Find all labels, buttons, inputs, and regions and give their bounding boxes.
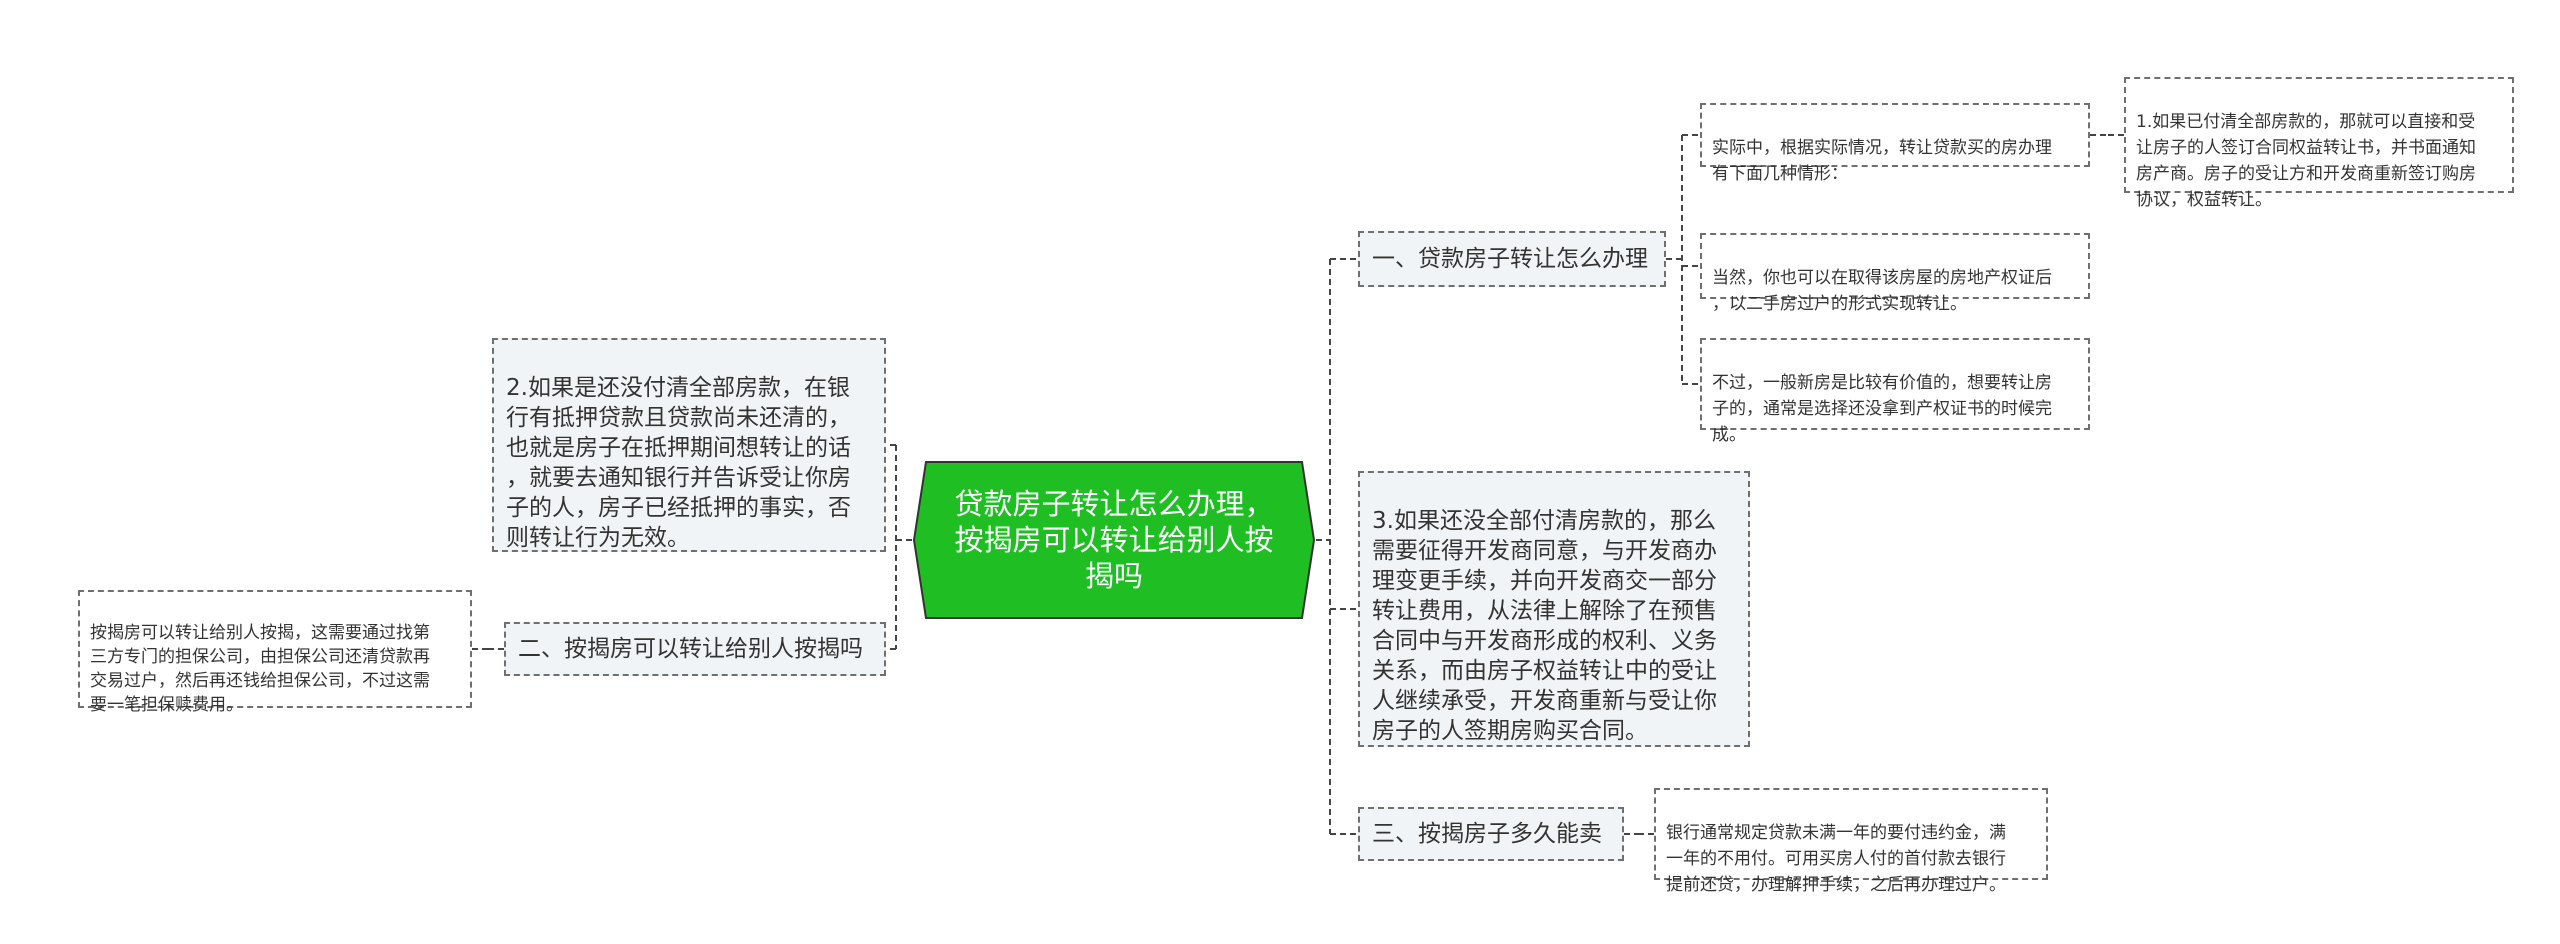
branch-not-fully-paid-developer[interactable]: 3.如果还没全部付清房款的，那么 需要征得开发商同意，与开发商办 理变更手续，并…: [1358, 471, 1750, 747]
leaf-label: 当然，你也可以在取得该房屋的房地产权证后 ，以二手房过户的形式实现转让。: [1712, 268, 2052, 314]
root-topic[interactable]: 贷款房子转让怎么办理， 按揭房可以转让给别人按 揭吗: [912, 460, 1316, 620]
root-hexagon-shape: [912, 461, 1316, 619]
leaf-label: 不过，一般新房是比较有价值的，想要转让房 子的，通常是选择还没拿到产权证书的时候…: [1712, 373, 2052, 445]
leaf-label: 1.如果已付清全部房款的，那就可以直接和受 让房子的人签订合同权益转让书，并书面…: [2136, 112, 2476, 210]
leaf-label: 银行通常规定贷款未满一年的要付违约金，满 一年的不用付。可用买房人付的首付款去银…: [1666, 823, 2006, 895]
leaf-fully-paid-case[interactable]: 1.如果已付清全部房款的，那就可以直接和受 让房子的人签订合同权益转让书，并书面…: [2124, 77, 2514, 210]
branch-label: 二、按揭房可以转让给别人按揭吗: [518, 636, 863, 662]
leaf-label: 按揭房可以转让给别人按揭，这需要通过找第 三方专门的担保公司，由担保公司还清贷款…: [90, 623, 430, 715]
branch-label: 一、贷款房子转让怎么办理: [1372, 246, 1648, 272]
branch-how-long-to-sell[interactable]: 三、按揭房子多久能卖: [1358, 807, 1624, 861]
branch-label: 3.如果还没全部付清房款的，那么 需要征得开发商同意，与开发商办 理变更手续，并…: [1372, 508, 1717, 744]
root-hexagon: [912, 461, 1316, 619]
leaf-label: 实际中，根据实际情况，转让贷款买的房办理 有下面几种情形：: [1712, 138, 2052, 184]
branch-label: 2.如果是还没付清全部房款，在银 行有抵押贷款且贷款尚未还清的， 也就是房子在抵…: [506, 375, 851, 551]
branch-mortgage-transfer[interactable]: 二、按揭房可以转让给别人按揭吗: [504, 622, 886, 676]
leaf-guarantee-company[interactable]: 按揭房可以转让给别人按揭，这需要通过找第 三方专门的担保公司，由担保公司还清贷款…: [78, 590, 472, 715]
leaf-second-hand-transfer[interactable]: 当然，你也可以在取得该房屋的房地产权证后 ，以二手房过户的形式实现转让。: [1700, 233, 2090, 314]
leaf-penalty-info[interactable]: 银行通常规定贷款未满一年的要付违约金，满 一年的不用付。可用买房人付的首付款去银…: [1654, 788, 2048, 895]
branch-label: 三、按揭房子多久能卖: [1372, 821, 1602, 847]
branch-mortgage-not-paid[interactable]: 2.如果是还没付清全部房款，在银 行有抵押贷款且贷款尚未还清的， 也就是房子在抵…: [492, 338, 886, 552]
root-topic-label: 贷款房子转让怎么办理， 按揭房可以转让给别人按 揭吗: [954, 487, 1274, 593]
leaf-actual-situations[interactable]: 实际中，根据实际情况，转让贷款买的房办理 有下面几种情形：: [1700, 103, 2090, 184]
leaf-new-house-value[interactable]: 不过，一般新房是比较有价值的，想要转让房 子的，通常是选择还没拿到产权证书的时候…: [1700, 338, 2090, 445]
branch-how-to-transfer-loan-house[interactable]: 一、贷款房子转让怎么办理: [1358, 231, 1666, 287]
